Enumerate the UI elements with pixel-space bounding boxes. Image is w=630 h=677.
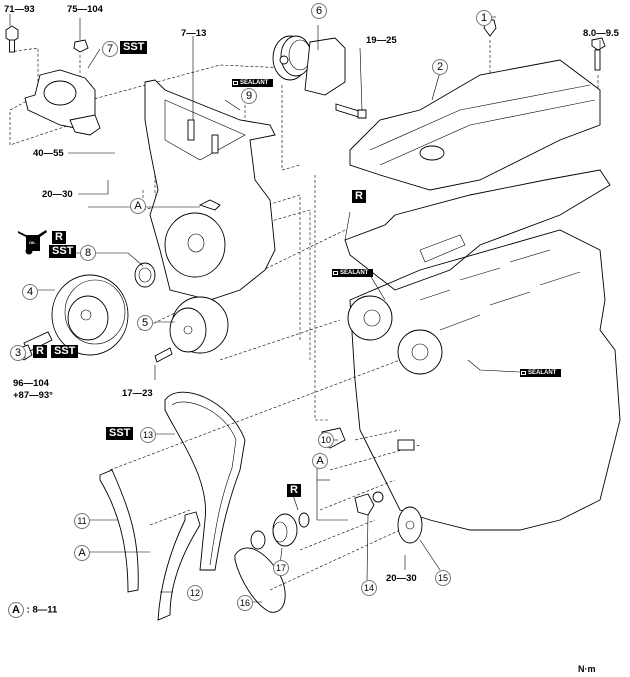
auto-tensioner-drawing [272,35,367,119]
part-callout: 8 [80,245,96,261]
tensioner-arm-drawing [157,511,201,621]
idler-pulley-drawing [154,296,229,363]
oil-pump-sprocket-drawing [397,506,423,544]
oil-can-icon: OIL [16,229,50,255]
part-callout: 4 [22,284,38,300]
head-cover-gasket-drawing [344,169,611,291]
part-callout: 17 [273,560,289,576]
part-callout: 16 [237,595,253,611]
torque-label: 20—30 [386,573,417,584]
sealant-icon: SEALANT [520,369,562,377]
torque-label: +87—93° [13,390,53,401]
part-callout: 14 [361,580,377,596]
front-cover-drawing [144,79,276,301]
sealant-icon: SEALANT [332,269,374,277]
torque-label: 40—55 [33,148,64,159]
part-callout: 10 [318,432,334,448]
replace-badge: R [352,190,366,203]
replace-badge: R [287,484,301,497]
torque-label: 75—104 [67,4,103,15]
oil-label: OIL [29,240,36,245]
part-callout: 13 [140,427,156,443]
unit-label: N·m [578,664,596,674]
engine-block-drawing [347,229,621,531]
torque-label: 20—30 [42,189,73,200]
torque-label: 96—104 [13,378,49,389]
legend-ref-A: A [8,602,24,618]
oil-pump-chain-drawing [234,547,286,613]
part-callout: 1 [476,10,492,26]
torque-label: 8.0—9.5 [583,28,619,39]
part-callout: 5 [137,315,153,331]
sst-badge: SST [106,427,134,440]
engine-mount-drawing [5,25,101,136]
chain-guide-drawing [99,469,139,593]
ref-A-callout: A [312,453,328,469]
leader-lines [9,14,601,603]
ref-A-callout: A [130,198,146,214]
torque-label: 17—23 [122,388,153,399]
replace-badge: R [52,231,66,244]
front-oil-seal-drawing [134,262,156,288]
sst-badge: SST [120,41,148,54]
oil-pump-tensioner-drawing [354,491,384,516]
part-callout: 9 [241,88,257,104]
timing-chain-drawing [164,391,246,571]
replace-badge: R [33,345,47,358]
torque-label: 71—93 [4,4,35,15]
part-callout: 6 [311,3,327,19]
legend-torque: 8—11 [32,604,58,616]
sealant-icon: SEALANT [232,79,274,87]
part-callout: 12 [187,585,203,601]
part-callout: 3 [10,345,26,361]
legend: A : 8—11 [8,602,57,618]
torque-label: 7—13 [181,28,207,39]
torque-label: 19—25 [366,35,397,46]
part-callout: 15 [435,570,451,586]
part-callout: 11 [74,513,90,529]
sst-badge: SST [51,345,79,358]
part-callout: 2 [432,59,448,75]
ref-A-callout: A [74,545,90,561]
part-callout: 7 [102,41,118,57]
sst-badge: SST [49,245,77,258]
crankshaft-sprocket-drawing [250,512,310,550]
